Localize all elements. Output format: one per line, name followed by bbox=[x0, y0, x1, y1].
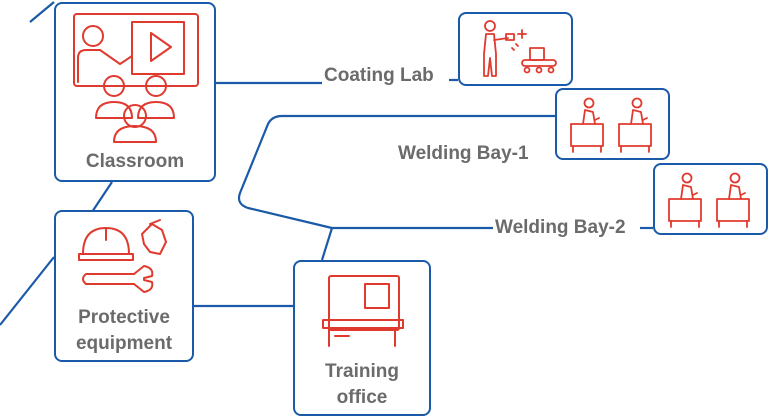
welders-at-benches-icon bbox=[570, 97, 652, 153]
edge-offscreen-to-classroom bbox=[29, 1, 55, 23]
node-label-training-line2: office bbox=[336, 387, 388, 408]
node-training-office[interactable]: Training office bbox=[293, 260, 431, 416]
node-welding-bay-2[interactable] bbox=[653, 163, 768, 235]
edge-offscreen-to-protective bbox=[0, 256, 55, 326]
node-label-training-line1: Training bbox=[325, 361, 399, 382]
welders-at-benches-icon bbox=[668, 172, 750, 228]
node-label-protective-line2: equipment bbox=[75, 333, 173, 354]
desk-whiteboard-icon bbox=[322, 275, 404, 347]
node-welding-bay-1[interactable] bbox=[555, 88, 670, 160]
presentation-classroom-icon bbox=[73, 13, 199, 143]
edge-training-to-welding-bay-1 bbox=[237, 114, 555, 261]
worker-spray-gun-conveyor-icon bbox=[483, 20, 557, 77]
hardhat-gloves-wrench-icon bbox=[78, 219, 167, 293]
node-label-classroom: Classroom bbox=[85, 151, 185, 172]
edge-classroom-to-protective bbox=[91, 181, 113, 213]
edge-label-coating-lab: Coating Lab bbox=[322, 65, 436, 87]
node-protective-equipment[interactable]: Protective equipment bbox=[54, 210, 194, 362]
edge-label-welding-bay-1: Welding Bay-1 bbox=[396, 143, 531, 165]
node-label-protective-line1: Protective bbox=[78, 307, 170, 328]
edge-label-welding-bay-2: Welding Bay-2 bbox=[493, 217, 628, 239]
node-classroom[interactable]: Classroom bbox=[54, 2, 216, 182]
node-coating-lab[interactable] bbox=[458, 12, 573, 86]
